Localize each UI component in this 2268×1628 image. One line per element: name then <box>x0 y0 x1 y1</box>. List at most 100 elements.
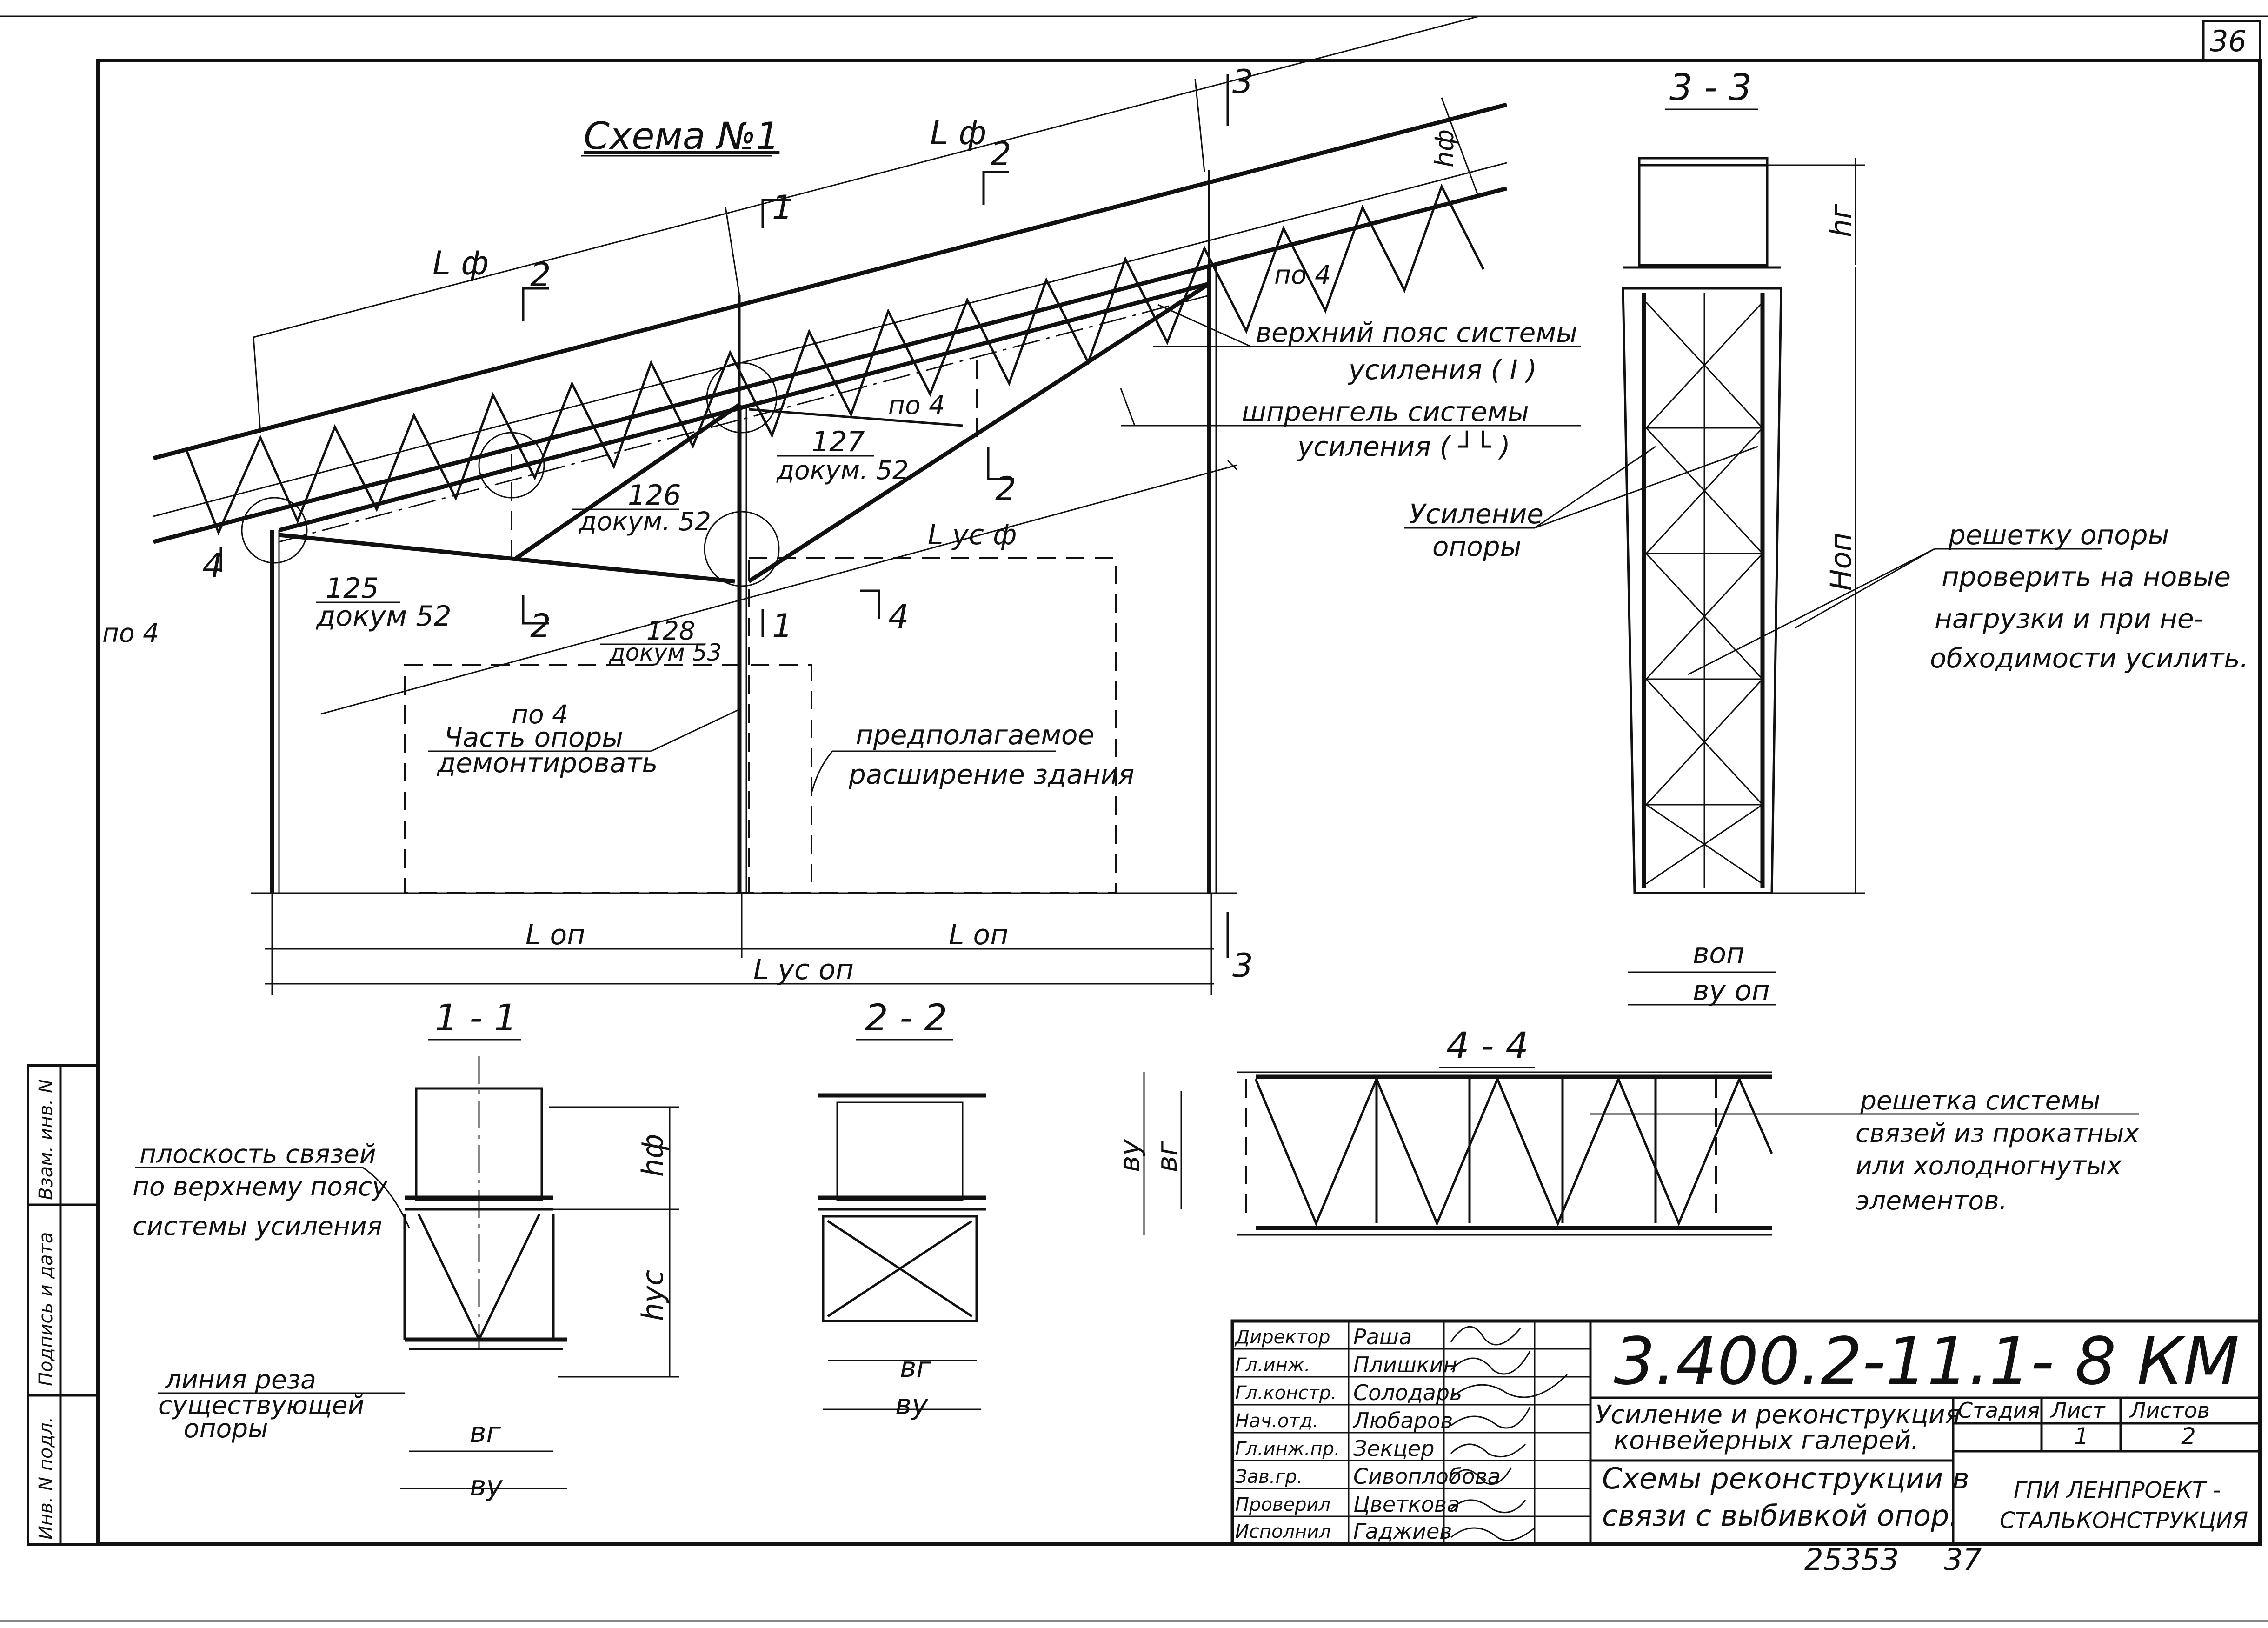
name-5: Сивоплобова <box>1353 1464 1501 1489</box>
svg-text:докум 53: докум 53 <box>609 639 722 666</box>
subject-line-1: Усиление и реконструкция <box>1595 1400 1961 1429</box>
stamp-sign-label: Подпись и дата <box>35 1232 57 1386</box>
lop-label-2: L оп <box>949 919 1008 951</box>
s33-hr: hг <box>1824 204 1858 237</box>
svg-text:расширение здания: расширение здания <box>848 759 1134 790</box>
svg-text:127: 127 <box>811 426 865 458</box>
node-ref-128: 128 докум 53 <box>600 616 722 666</box>
sec2-c: 2 <box>995 470 1016 508</box>
s22-title: 2 - 2 <box>865 997 947 1039</box>
svg-text:опоры: опоры <box>184 1414 268 1443</box>
po4-b: по 4 <box>1274 260 1331 290</box>
svg-text:системы усиления: системы усиления <box>133 1211 382 1241</box>
section-3-3: 3 - 3 hг Hоп вoп ву оп <box>1622 67 1865 1007</box>
sec1-a: 1 <box>772 188 793 227</box>
svg-text:докум 52: докум 52 <box>316 600 452 633</box>
name-6: Цветкова <box>1353 1492 1460 1517</box>
s22-br: вг <box>900 1351 931 1384</box>
name-0: Раша <box>1353 1324 1412 1349</box>
role-5: Зав.гр. <box>1235 1466 1303 1488</box>
title-block: Директор Раша Гл.инж. Плишкин Гл.констр.… <box>1230 1319 2262 1546</box>
s11-br: вг <box>470 1416 501 1449</box>
svg-text:связей из прокатных: связей из прокатных <box>1856 1118 2139 1148</box>
name-1: Плишкин <box>1353 1352 1457 1377</box>
name-3: Любаров <box>1352 1408 1453 1433</box>
callout-cut-line: линия реза существующей опоры <box>158 1365 405 1443</box>
role-0: Директор <box>1234 1327 1330 1348</box>
callout-upper-chord: верхний пояс системы усиления ( I ) <box>1153 304 1581 386</box>
reinforcement-system <box>278 281 1210 584</box>
callout-bracing-plane: плоскость связей по верхнему поясу систе… <box>133 1139 410 1241</box>
callout-part-demount: Часть опоры демонтировать <box>428 708 740 779</box>
drawing-code: 3.400.2-11.1- 8 КМ <box>1614 1324 2239 1400</box>
role-7: Исполнил <box>1235 1521 1331 1542</box>
svg-text:усиления ( I ): усиления ( I ) <box>1348 354 1537 386</box>
svg-text:125: 125 <box>326 572 379 605</box>
name-7: Гаджиев <box>1353 1519 1452 1544</box>
s44-title: 4 - 4 <box>1446 1025 1529 1067</box>
svg-text:или холодногнутых: или холодногнутых <box>1856 1151 2122 1181</box>
callout-bracing-lattice: решетка системы связей из прокатных или … <box>1590 1086 2139 1215</box>
sec1-b: 1 <box>772 607 793 645</box>
node-circle-1 <box>241 497 308 564</box>
signatures <box>1450 1326 1568 1541</box>
lf-label-1: L ф <box>432 244 489 282</box>
role-3: Нач.отд. <box>1235 1410 1318 1432</box>
po4-c: по 4 <box>888 390 945 420</box>
svg-text:126: 126 <box>628 479 681 512</box>
lf-yc-label: L ус ф <box>928 519 1017 551</box>
svg-text:демонтировать: демонтировать <box>437 747 658 779</box>
sec3-top: 3 <box>1232 63 1253 101</box>
callout-expansion: предполагаемое расширение здания <box>811 719 1134 794</box>
node-ref-126: 126 докум. 52 <box>572 479 711 536</box>
s44-br: вг <box>1151 1141 1184 1172</box>
po4-d: по 4 <box>512 700 568 729</box>
po4-a: по 4 <box>102 618 159 648</box>
s11-title: 1 - 1 <box>435 997 517 1039</box>
svg-text:Часть опоры: Часть опоры <box>444 721 623 753</box>
svg-text:проверить на новые: проверить на новые <box>1942 561 2231 593</box>
sheet-frame <box>96 59 2262 1546</box>
sec2-d: 2 <box>530 607 551 645</box>
org-line-1: ГПИ ЛЕНПРОЕКТ - <box>2014 1477 2221 1503</box>
expansion-outline <box>748 557 1117 894</box>
callout-support-reinf: Усиление опоры <box>1404 446 1758 562</box>
scheme-1: Схема №1 L ф L ф hф <box>102 15 2248 995</box>
callout-sprengel: шпренгель системы усиления ( ┘└ ) <box>1120 388 1581 462</box>
svg-text:докум. 52: докум. 52 <box>776 455 909 485</box>
s11-hf: hф <box>636 1134 670 1177</box>
svg-text:элементов.: элементов. <box>1856 1186 2007 1215</box>
svg-text:верхний пояс системы: верхний пояс системы <box>1256 317 1577 348</box>
svg-text:решетка системы: решетка системы <box>1860 1086 2100 1115</box>
s11-hyc: hус <box>636 1270 670 1321</box>
s33-hop: Hоп <box>1824 533 1858 591</box>
archive-number: 25353 <box>1804 1543 1899 1577</box>
s33-by-op: ву оп <box>1693 974 1770 1007</box>
lop-yc-label: L ус оп <box>753 954 854 986</box>
role-2: Гл.констр. <box>1235 1382 1337 1404</box>
sheet-number-box <box>2202 20 2261 62</box>
sec2-a: 2 <box>991 135 1011 173</box>
sheet-title-1: Схемы реконструкции в <box>1602 1461 1969 1495</box>
s11-by: ву <box>470 1470 503 1502</box>
node-circle-2 <box>478 432 545 499</box>
side-stamp: Инв. N подл. Подпись и дата Взам. инв. N <box>27 1064 99 1546</box>
svg-text:по верхнему поясу: по верхнему поясу <box>133 1172 388 1201</box>
role-1: Гл.инж. <box>1235 1354 1310 1376</box>
node-circle-3 <box>706 362 778 434</box>
svg-text:опоры: опоры <box>1432 531 1522 562</box>
gallery-truss: L ф L ф hф <box>153 15 1508 544</box>
sheet-value: 1 <box>2074 1423 2089 1450</box>
s22-by: ву <box>895 1388 929 1421</box>
svg-text:шпренгель системы: шпренгель системы <box>1242 396 1529 427</box>
svg-text:плоскость связей: плоскость связей <box>140 1139 376 1169</box>
role-6: Проверил <box>1235 1494 1330 1515</box>
scheme-title: Схема №1 <box>584 114 779 158</box>
s33-bop: вoп <box>1693 937 1744 970</box>
svg-text:предполагаемое: предполагаемое <box>856 719 1094 751</box>
sec4-a: 4 <box>202 547 223 585</box>
svg-text:128: 128 <box>646 616 695 646</box>
sheets-value: 2 <box>2181 1423 2196 1450</box>
lf-label-2: L ф <box>930 114 986 152</box>
